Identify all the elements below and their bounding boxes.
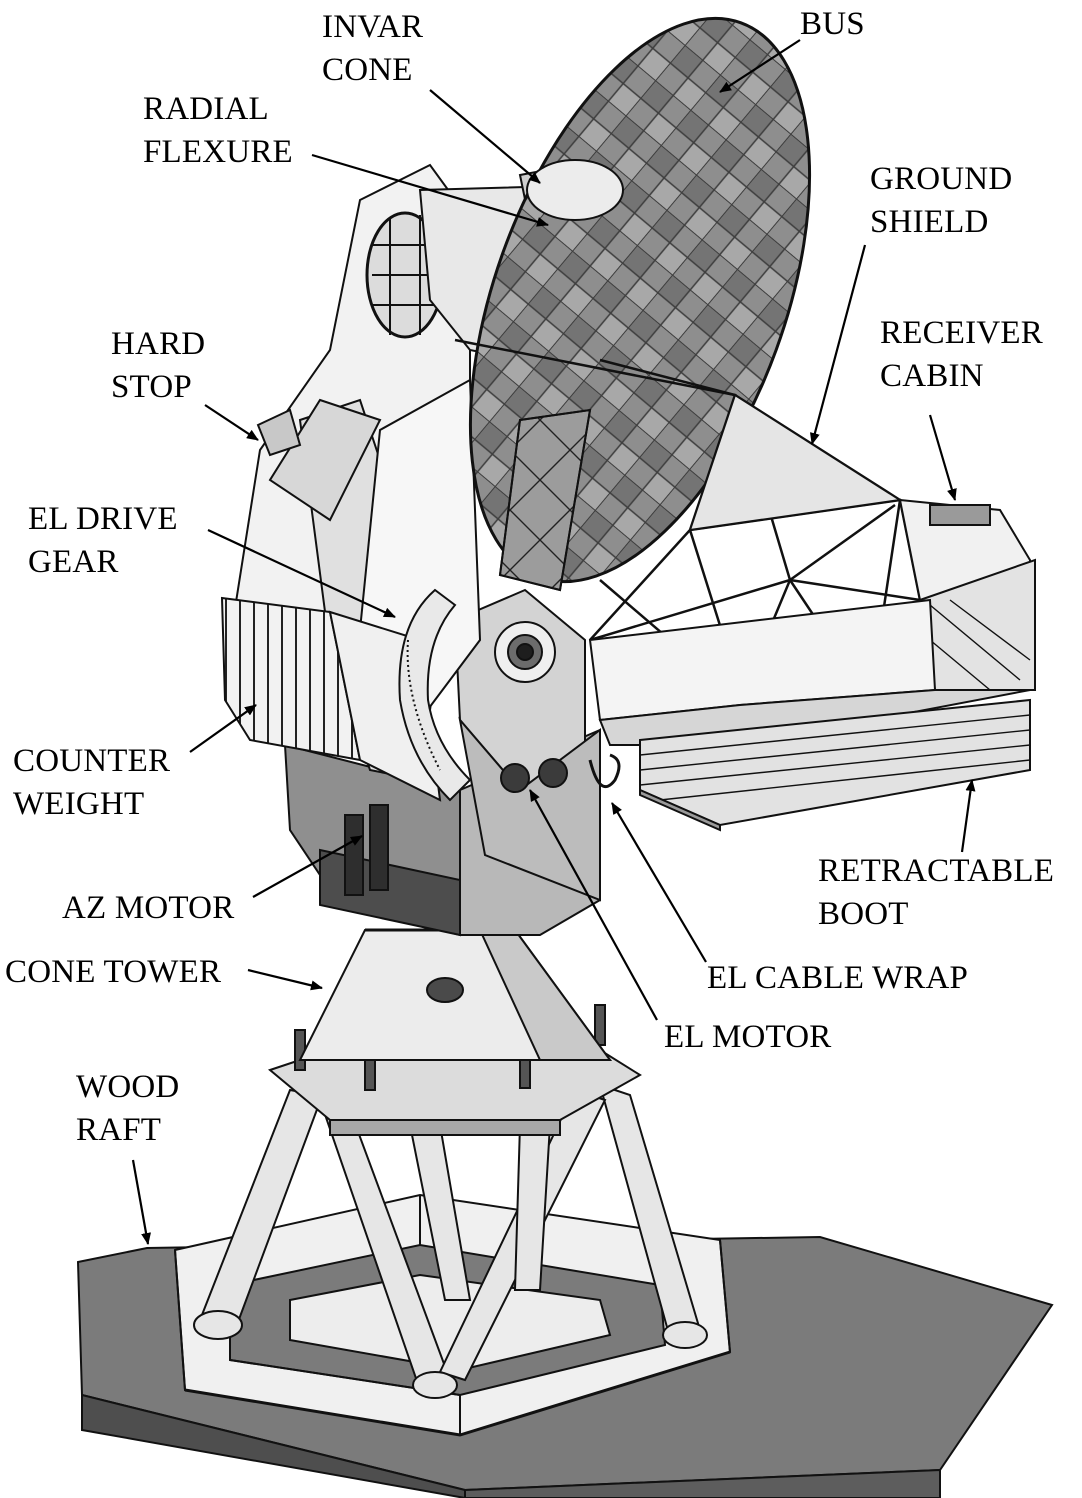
label-radial-flexure: RADIAL FLEXURE bbox=[143, 91, 293, 170]
receiver-cabin-body bbox=[898, 498, 1037, 691]
arrow-invar-cone bbox=[429, 89, 541, 184]
arrow-el-drive-gear bbox=[207, 529, 396, 618]
arrow-hard-stop bbox=[204, 404, 259, 441]
arrow-bus bbox=[719, 39, 801, 93]
arrow-wood-raft bbox=[131, 1159, 151, 1245]
arrow-receiver-cabin bbox=[928, 414, 957, 501]
ground-shield-panels bbox=[498, 393, 903, 592]
arrow-ground-shield bbox=[809, 244, 867, 445]
arrow-cone-tower bbox=[247, 968, 323, 991]
label-az-motor: AZ MOTOR bbox=[62, 890, 235, 926]
label-wood-raft: WOOD RAFT bbox=[76, 1069, 180, 1148]
label-counter-weight: COUNTER WEIGHT bbox=[13, 743, 171, 822]
cone-tower-body bbox=[298, 928, 612, 1061]
arrow-el-cable-wrap bbox=[611, 802, 707, 963]
hard-stop-body bbox=[256, 408, 302, 457]
label-el-drive-gear: EL DRIVE GEAR bbox=[28, 501, 178, 580]
label-invar-cone: INVAR CONE bbox=[322, 9, 424, 88]
label-ground-shield: GROUND SHIELD bbox=[870, 161, 1013, 240]
label-receiver-cabin: RECEIVER CABIN bbox=[880, 315, 1043, 394]
label-cone-tower: CONE TOWER bbox=[5, 954, 222, 990]
hexapod-frame bbox=[173, 1193, 732, 1437]
hexapod-legs bbox=[193, 1083, 708, 1399]
label-bus: BUS bbox=[800, 6, 865, 42]
retractable-boot-body bbox=[639, 698, 1031, 832]
label-hard-stop: HARD STOP bbox=[111, 326, 206, 405]
label-el-motor: EL MOTOR bbox=[664, 1019, 832, 1055]
arrow-az-motor bbox=[252, 835, 363, 898]
cabin-deck bbox=[588, 598, 1031, 746]
label-el-cable-wrap: EL CABLE WRAP bbox=[707, 960, 969, 996]
arrow-el-motor bbox=[529, 789, 658, 1021]
arrow-radial-flexure bbox=[311, 153, 549, 227]
arrow-counter-weight bbox=[189, 704, 257, 753]
counter-weight-body bbox=[220, 596, 442, 802]
label-retractable-boot: RETRACTABLE BOOT bbox=[818, 853, 1055, 932]
arrow-retractable-boot bbox=[960, 779, 976, 853]
el-drive-gear-body bbox=[398, 588, 472, 802]
